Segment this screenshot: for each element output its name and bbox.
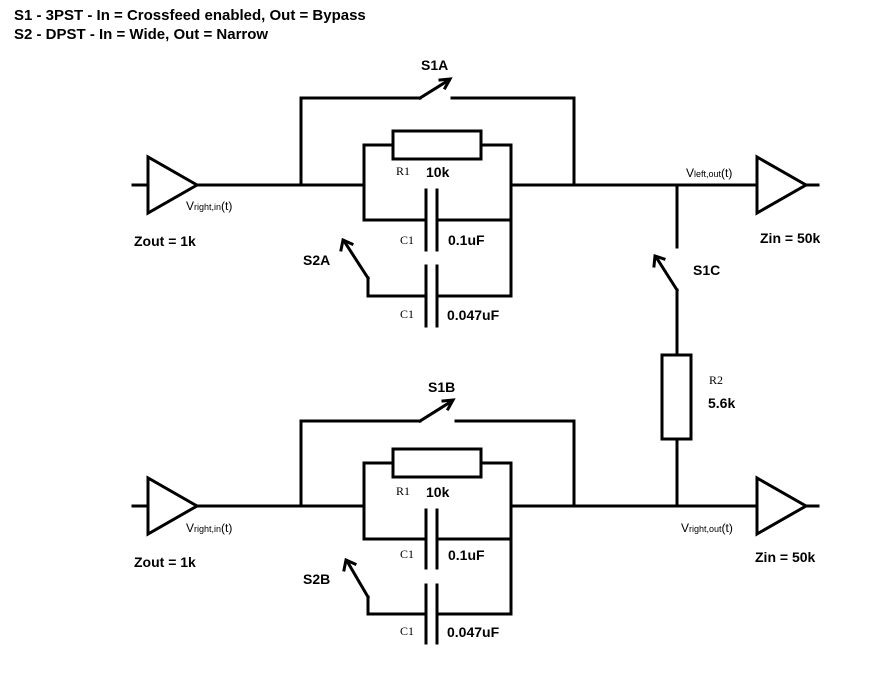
- bottom-input-buffer-icon: [146, 475, 201, 537]
- top-c1-narrow-designator: C1: [400, 307, 414, 321]
- top-r1-value: 10k: [426, 164, 450, 180]
- s2a-switch-icon: [339, 237, 371, 298]
- bottom-c1-narrow-value: 0.047uF: [447, 624, 500, 640]
- s2b-label: S2B: [303, 571, 330, 587]
- top-input-signal-label: Vright,in(t): [186, 199, 232, 213]
- s2a-label: S2A: [303, 252, 330, 268]
- r2-value: 5.6k: [708, 395, 735, 411]
- bottom-c1-wide-designator: C1: [400, 547, 414, 561]
- bottom-c1-narrow-designator: C1: [400, 624, 414, 638]
- r2-resistor: [660, 353, 693, 441]
- s1b-switch-icon: [417, 398, 456, 424]
- bottom-zin-label: Zin = 50k: [755, 549, 816, 565]
- bottom-output-buffer-icon: [755, 475, 810, 537]
- bottom-r1-value: 10k: [426, 484, 450, 500]
- top-zout-label: Zout = 1k: [134, 233, 196, 249]
- top-c1-wide-capacitor: [424, 188, 439, 252]
- top-zin-label: Zin = 50k: [760, 230, 821, 246]
- bottom-output-signal-label: Vright,out(t): [681, 521, 733, 535]
- top-c1-narrow-capacitor: [424, 264, 439, 328]
- bottom-c1-wide-value: 0.1uF: [448, 547, 485, 563]
- bottom-c1-narrow-capacitor: [424, 583, 439, 645]
- top-input-buffer-icon: [146, 154, 201, 216]
- s1b-label: S1B: [428, 379, 455, 395]
- s1c-switch-icon: [652, 253, 680, 293]
- top-channel-wiring: [131, 96, 820, 298]
- top-c1-wide-value: 0.1uF: [448, 232, 485, 248]
- top-output-buffer-icon: [755, 154, 810, 216]
- s1a-switch-icon: [417, 77, 453, 101]
- bottom-channel-wiring: [131, 419, 820, 616]
- bottom-zout-label: Zout = 1k: [134, 554, 196, 570]
- s1a-label: S1A: [421, 57, 448, 73]
- note-s2: S2 - DPST - In = Wide, Out = Narrow: [14, 26, 269, 43]
- s2b-switch-icon: [342, 557, 371, 616]
- r2-designator: R2: [709, 373, 723, 387]
- top-c1-narrow-value: 0.047uF: [447, 307, 500, 323]
- notes-block: S1 - 3PST - In = Crossfeed enabled, Out …: [14, 6, 366, 44]
- s1c-label: S1C: [693, 262, 720, 278]
- note-s1: S1 - 3PST - In = Crossfeed enabled, Out …: [14, 7, 366, 24]
- top-c1-wide-designator: C1: [400, 233, 414, 247]
- bottom-c1-wide-capacitor: [424, 508, 439, 570]
- top-r1-designator: R1: [396, 164, 410, 178]
- bottom-r1-designator: R1: [396, 484, 410, 498]
- bottom-r1-resistor: [391, 447, 483, 479]
- bottom-input-signal-label: Vright,in(t): [186, 521, 232, 535]
- top-output-signal-label: Vleft,out(t): [686, 166, 732, 180]
- top-r1-resistor: [391, 129, 483, 161]
